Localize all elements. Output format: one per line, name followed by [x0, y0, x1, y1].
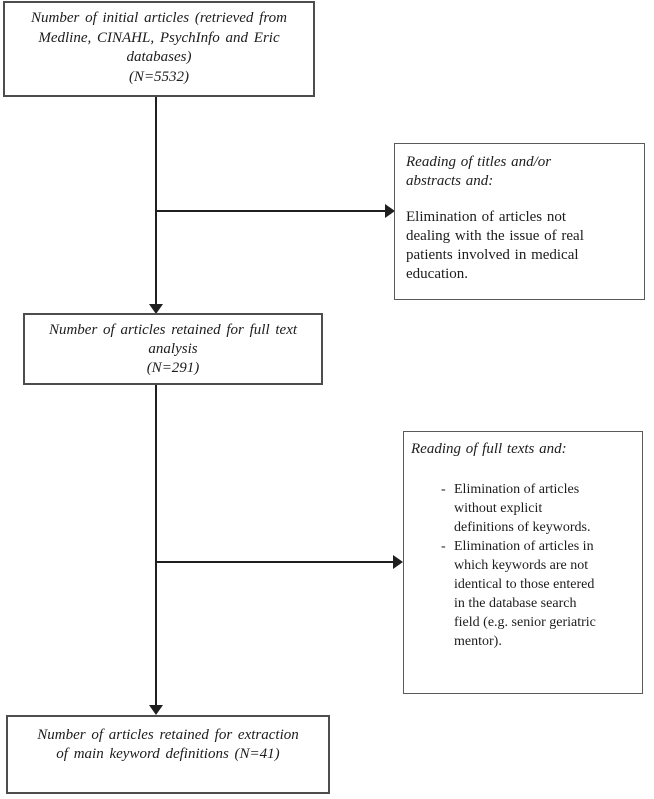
box-extraction-retained: Number of articles retained for extracti…	[6, 715, 330, 794]
box-titles-abstracts-exclusion: Reading of titles and/or abstracts and: …	[394, 143, 645, 300]
list-item: - Elimination of articles without explic…	[441, 480, 635, 537]
box-initial-articles: Number of initial articles (retrieved fr…	[3, 1, 315, 97]
branch-line-to-fulltext-exclusion	[156, 561, 393, 563]
connector-line-mid-to-bottom	[155, 385, 157, 705]
list-item: - Elimination of articles in which keywo…	[441, 537, 635, 651]
titles-abstracts-exclusion-body: Elimination of articles not dealing with…	[406, 209, 584, 282]
fulltext-exclusion-heading: Reading of full texts and:	[411, 441, 567, 457]
box-extraction-retained-text: Number of articles retained for extracti…	[37, 727, 299, 762]
arrowhead-down-to-mid	[149, 304, 163, 314]
box-fulltext-retained-text: Number of articles retained for full tex…	[48, 322, 298, 376]
box-fulltext-retained: Number of articles retained for full tex…	[23, 313, 323, 385]
box-fulltext-exclusion: Reading of full texts and: - Elimination…	[403, 431, 643, 694]
arrowhead-right-to-fulltext-exclusion	[393, 555, 403, 569]
bullet-dash-marker: -	[441, 482, 446, 497]
arrowhead-right-to-titles-exclusion	[385, 204, 395, 218]
box-initial-articles-text: Number of initial articles (retrieved fr…	[31, 10, 287, 85]
arrowhead-down-to-bottom	[149, 705, 163, 715]
bullet-dash-marker: -	[441, 539, 446, 554]
branch-line-to-titles-exclusion	[156, 210, 385, 212]
list-item-text: Elimination of articles in which keyword…	[454, 539, 596, 649]
list-item-text: Elimination of articles without explicit…	[454, 482, 591, 535]
titles-abstracts-exclusion-heading: Reading of titles and/or abstracts and:	[406, 154, 552, 189]
connector-line-top-to-mid	[155, 97, 157, 305]
fulltext-exclusion-bullet-list: - Elimination of articles without explic…	[441, 480, 635, 651]
